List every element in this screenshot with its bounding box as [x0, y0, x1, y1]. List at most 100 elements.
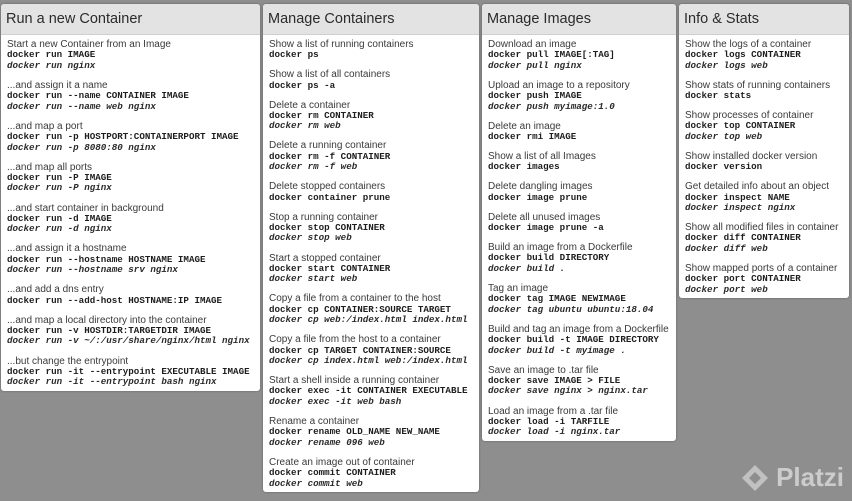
- command-syntax: docker exec -it CONTAINER EXECUTABLE: [269, 385, 468, 397]
- command-description: Start a stopped container: [269, 252, 381, 264]
- command-example: docker rm -f web: [269, 161, 358, 173]
- command-syntax: docker run --add-host HOSTNAME:IP IMAGE: [7, 294, 223, 306]
- command-syntax: docker cp CONTAINER:SOURCE TARGET: [269, 303, 451, 315]
- command-description: Rename a container: [269, 416, 360, 428]
- command-description: Start a new Container from an Image: [7, 39, 171, 50]
- command-example: docker build -t myimage .: [488, 344, 626, 356]
- section-title: Manage Images: [482, 4, 676, 35]
- command-example: docker run -p 8080:80 nginx: [7, 141, 156, 153]
- command-description: Show the logs of a container: [685, 39, 812, 50]
- command-syntax: docker version: [685, 161, 763, 173]
- section-manage-containers: Manage Containers Show a list of running…: [263, 4, 479, 492]
- command-syntax: docker ps: [269, 49, 319, 61]
- command-description: Delete stopped containers: [269, 181, 386, 193]
- command-example: docker run -P nginx: [7, 182, 112, 194]
- command-syntax: docker tag IMAGE NEWIMAGE: [488, 293, 626, 305]
- command-example: docker tag ubuntu ubuntu:18.04: [488, 303, 654, 315]
- command-description: Build and tag an image from a Dockerfile: [488, 323, 669, 335]
- command-syntax: docker rename OLD_NAME NEW_NAME: [269, 426, 440, 438]
- command-syntax: docker run -p HOSTPORT:CONTAINERPORT IMA…: [7, 130, 239, 142]
- command-syntax: docker rm CONTAINER: [269, 109, 374, 121]
- command-description: ...and map all ports: [7, 161, 93, 173]
- command-description: Delete all unused images: [488, 211, 601, 223]
- command-description: ...and start container in background: [7, 202, 164, 214]
- command-example: docker inspect nginx: [685, 202, 796, 214]
- watermark-text: Platzi: [776, 462, 844, 492]
- command-syntax: docker cp TARGET CONTAINER:SOURCE: [269, 344, 451, 356]
- command-description: Create an image out of container: [269, 457, 415, 469]
- command-description: Start a shell inside a running container: [269, 375, 440, 387]
- command-syntax: docker build DIRECTORY: [488, 252, 610, 264]
- command-example: docker run --name web nginx: [7, 100, 156, 112]
- command-description: Build an image from a Dockerfile: [488, 241, 633, 253]
- command-entry: Load an image from a .tar file docker loa…: [488, 406, 670, 438]
- command-example: docker stop web: [269, 232, 352, 244]
- command-description: Show a list of all containers: [269, 69, 391, 81]
- command-description: Show a list of all Images: [488, 151, 596, 163]
- command-example: docker top web: [685, 130, 763, 142]
- command-syntax: docker logs CONTAINER: [685, 49, 801, 61]
- command-description: Tag an image: [488, 282, 549, 294]
- command-entry: ...and map a local directory into the co…: [7, 315, 254, 347]
- command-syntax: docker save IMAGE > FILE: [488, 374, 621, 386]
- command-description: ...but change the entrypoint: [7, 355, 129, 367]
- command-example: docker port web: [685, 283, 768, 295]
- command-description: Load an image from a .tar file: [488, 405, 619, 417]
- section-title: Manage Containers: [263, 4, 479, 35]
- command-syntax: docker stats: [685, 90, 752, 102]
- command-description: Delete dangling images: [488, 181, 593, 193]
- command-description: Show processes of container: [685, 110, 814, 122]
- command-syntax: docker image prune -a: [488, 221, 604, 233]
- command-syntax: docker run IMAGE: [7, 49, 96, 61]
- command-description: Show mapped ports of a container: [685, 263, 838, 275]
- command-syntax: docker container prune: [269, 191, 391, 203]
- command-entry: Start a shell inside a running container…: [269, 375, 473, 407]
- command-example: docker save nginx > nginx.tar: [488, 385, 648, 397]
- command-syntax: docker rm -f CONTAINER: [269, 150, 391, 162]
- command-syntax: docker run --hostname HOSTNAME IMAGE: [7, 253, 206, 265]
- command-example: docker load -i nginx.tar: [488, 426, 621, 438]
- command-description: Copy a file from a container to the host: [269, 293, 441, 305]
- command-description: ...and assign it a name: [7, 79, 108, 91]
- command-example: docker run --hostname srv nginx: [7, 264, 178, 276]
- command-entry: Build and tag an image from a Dockerfile…: [488, 324, 670, 356]
- command-syntax: docker inspect NAME: [685, 191, 790, 203]
- platzi-watermark: Platzi: [740, 462, 844, 493]
- command-description: Show stats of running containers: [685, 79, 831, 91]
- command-syntax: docker image prune: [488, 191, 588, 203]
- command-description: Show all modified files in container: [685, 222, 839, 234]
- command-entry: Copy a file from the host to a container…: [269, 334, 473, 366]
- command-entry: Copy a file from a container to the host…: [269, 293, 473, 325]
- command-example: docker diff web: [685, 243, 768, 255]
- command-example: docker rename 096 web: [269, 436, 385, 448]
- command-description: ...and map a port: [7, 120, 83, 132]
- command-example: docker run -v ~/:/usr/share/nginx/html n…: [7, 335, 250, 347]
- command-example: docker start web: [269, 273, 358, 285]
- command-entry: Show all modified files in container dock…: [685, 222, 843, 254]
- command-syntax: docker ps -a: [269, 79, 336, 91]
- command-syntax: docker port CONTAINER: [685, 273, 801, 285]
- command-syntax: docker run --name CONTAINER IMAGE: [7, 90, 189, 102]
